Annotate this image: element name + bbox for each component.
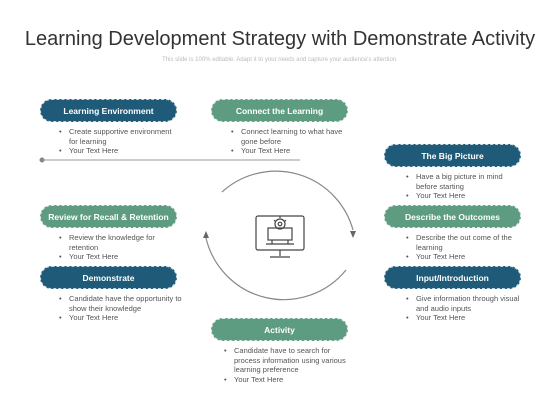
bullet-item: Your Text Here: [406, 191, 516, 201]
node-bullets: Have a big picture in mind before starti…: [404, 172, 516, 201]
bullet-item: Describe the out come of the learning: [406, 233, 516, 252]
connector-dot: [39, 157, 45, 163]
node-bullets: Review the knowledge for retention Your …: [57, 233, 179, 262]
node-label: Activity: [264, 324, 295, 335]
monitor-gear-icon: [255, 215, 305, 258]
node-learning-environment: Learning Environment: [40, 99, 177, 122]
node-bullets: Candidate have the opportunity to show t…: [57, 294, 189, 323]
bullet-item: Your Text Here: [224, 375, 354, 385]
node-label: Describe the Outcomes: [405, 211, 500, 222]
node-bullets: Candidate have to search for process inf…: [222, 346, 354, 384]
page-subtitle: This slide is 100% editable. Adapt it to…: [162, 57, 398, 63]
bullet-item: Your Text Here: [59, 146, 179, 156]
arc-arrowhead-right: [350, 231, 356, 238]
bullet-item: Candidate have to search for process inf…: [224, 346, 354, 375]
bullet-item: Have a big picture in mind before starti…: [406, 172, 516, 191]
node-bullets: Describe the out come of the learning Yo…: [404, 233, 516, 262]
bullet-item: Your Text Here: [59, 313, 189, 323]
node-the-big-picture: The Big Picture: [384, 144, 521, 167]
node-label: Review for Recall & Retention: [48, 211, 169, 222]
bullet-item: Review the knowledge for retention: [59, 233, 179, 252]
bullet-item: Connect learning to what have gone befor…: [231, 127, 351, 146]
bullet-item: Your Text Here: [406, 313, 521, 323]
node-bullets: Connect learning to what have gone befor…: [229, 127, 351, 156]
node-label: Demonstrate: [82, 272, 135, 283]
bullet-item: Your Text Here: [59, 252, 179, 262]
cycle-arc-bottom: [205, 237, 347, 301]
page-title: Learning Development Strategy with Demon…: [24, 28, 536, 50]
arc-arrowhead-left: [203, 231, 209, 238]
node-label: Connect the Learning: [235, 105, 324, 116]
bullet-item: Your Text Here: [406, 252, 516, 262]
node-activity: Activity: [211, 318, 348, 341]
node-review-for-recall: Review for Recall & Retention: [40, 205, 177, 228]
bullet-item: Your Text Here: [231, 146, 351, 156]
node-connect-the-learning: Connect the Learning: [211, 99, 348, 122]
node-label: Input/Introduction: [416, 272, 489, 283]
node-label: Learning Environment: [63, 105, 154, 116]
bullet-item: Create supportive environment for learni…: [59, 127, 179, 146]
node-demonstrate: Demonstrate: [40, 266, 177, 289]
node-describe-the-outcomes: Describe the Outcomes: [384, 205, 521, 228]
node-input-introduction: Input/Introduction: [384, 266, 521, 289]
node-bullets: Give information through visual and audi…: [404, 294, 521, 323]
bullet-item: Candidate have the opportunity to show t…: [59, 294, 189, 313]
cycle-arc-top: [221, 170, 354, 231]
bullet-item: Give information through visual and audi…: [406, 294, 521, 313]
node-label: The Big Picture: [421, 150, 484, 161]
node-bullets: Create supportive environment for learni…: [57, 127, 179, 156]
